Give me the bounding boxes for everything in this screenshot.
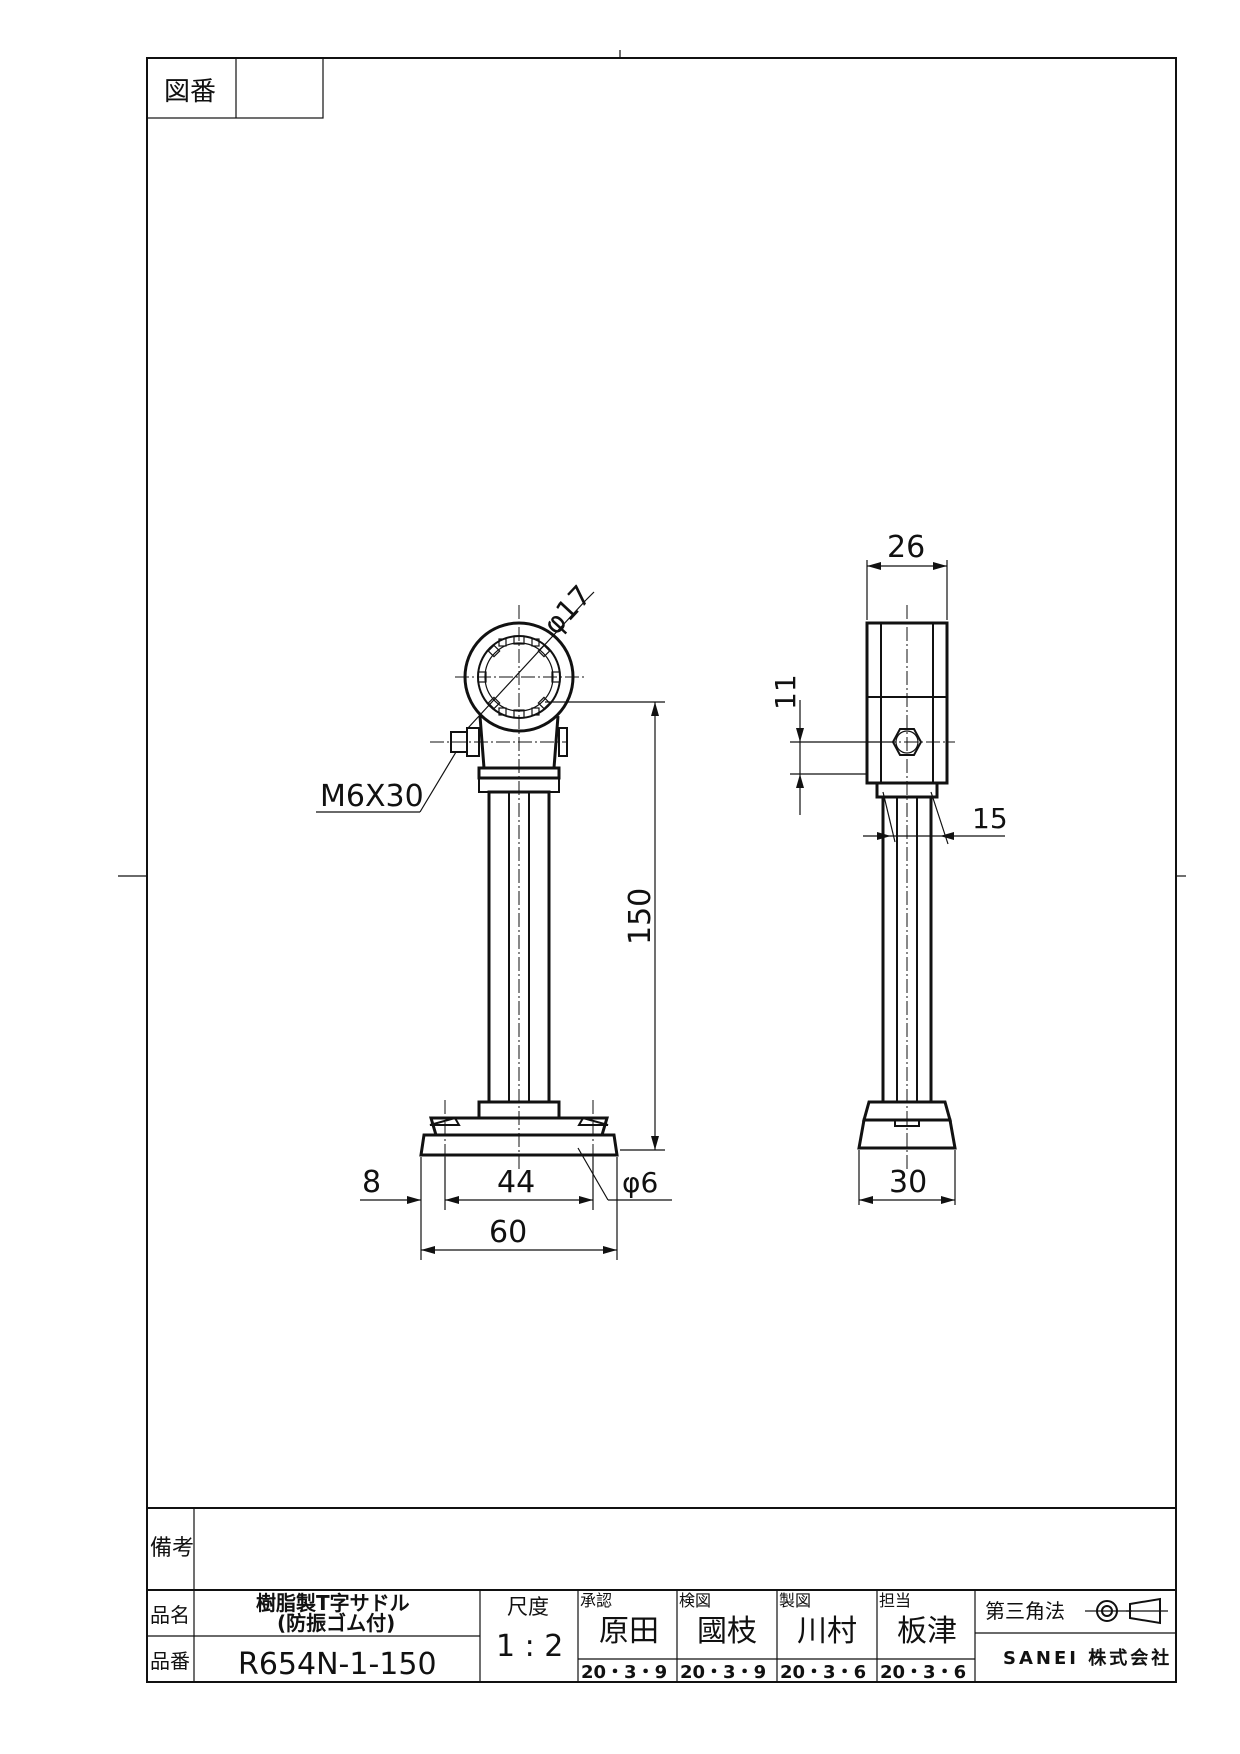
dim-side-top-width: 26 — [887, 530, 925, 565]
dim-base-width: 60 — [489, 1215, 527, 1250]
projection-method: 第三角法 — [985, 1599, 1065, 1623]
approval-name-charge: 板津 — [897, 1614, 957, 1649]
dim-hole-diameter: φ6 — [622, 1166, 658, 1199]
approval-role-draft: 製図 — [779, 1591, 811, 1610]
front-view: φ17 M6X30 150 8 44 φ6 60 — [316, 579, 672, 1260]
part-number-label: 品番 — [150, 1649, 190, 1673]
approval-date-check: 20・3・9 — [680, 1662, 766, 1683]
approval-role-check: 検図 — [679, 1591, 711, 1610]
approval-name-draft: 川村 — [797, 1614, 857, 1649]
product-name-line2: (防振ゴム付) — [277, 1611, 395, 1635]
drawing-number-label: 図番 — [164, 77, 216, 107]
ring-ribs — [477, 635, 561, 719]
dim-stem-width: 15 — [972, 802, 1008, 835]
dim-bolt-offset: 11 — [769, 674, 802, 710]
approval-date-charge: 20・3・6 — [880, 1662, 966, 1683]
product-name-label: 品名 — [150, 1603, 190, 1627]
side-view: 26 11 15 30 — [769, 530, 1008, 1205]
dim-height: 150 — [623, 888, 658, 945]
approval-name-check: 國枝 — [697, 1614, 757, 1649]
approval-role-approve: 承認 — [580, 1591, 612, 1610]
approval-name-approve: 原田 — [599, 1614, 659, 1649]
dim-edge: 8 — [362, 1165, 381, 1200]
centering-marks — [118, 50, 1186, 877]
title-block: 備考 品名 樹脂製T字サドル (防振ゴム付) 品番 R654N-1-150 尺度… — [147, 1507, 1176, 1683]
dim-side-base-width: 30 — [889, 1165, 927, 1200]
product-name-line1: 樹脂製T字サドル — [256, 1591, 410, 1615]
approval-role-charge: 担当 — [879, 1591, 911, 1610]
part-number: R654N-1-150 — [238, 1647, 437, 1682]
scale-value: 1 : 2 — [496, 1629, 563, 1664]
dim-bolt-spec: M6X30 — [320, 779, 424, 814]
scale-label: 尺度 — [507, 1595, 549, 1619]
dim-hole-pitch: 44 — [497, 1165, 535, 1200]
drawing-border — [146, 57, 1177, 1683]
third-angle-projection-icon — [1085, 1597, 1168, 1625]
drawing-number-box: 図番 — [146, 57, 324, 119]
remarks-label: 備考 — [150, 1536, 194, 1561]
approval-date-draft: 20・3・6 — [780, 1662, 866, 1683]
approval-date-approve: 20・3・9 — [581, 1662, 667, 1683]
company-name: SANEI 株式会社 — [1003, 1647, 1172, 1669]
